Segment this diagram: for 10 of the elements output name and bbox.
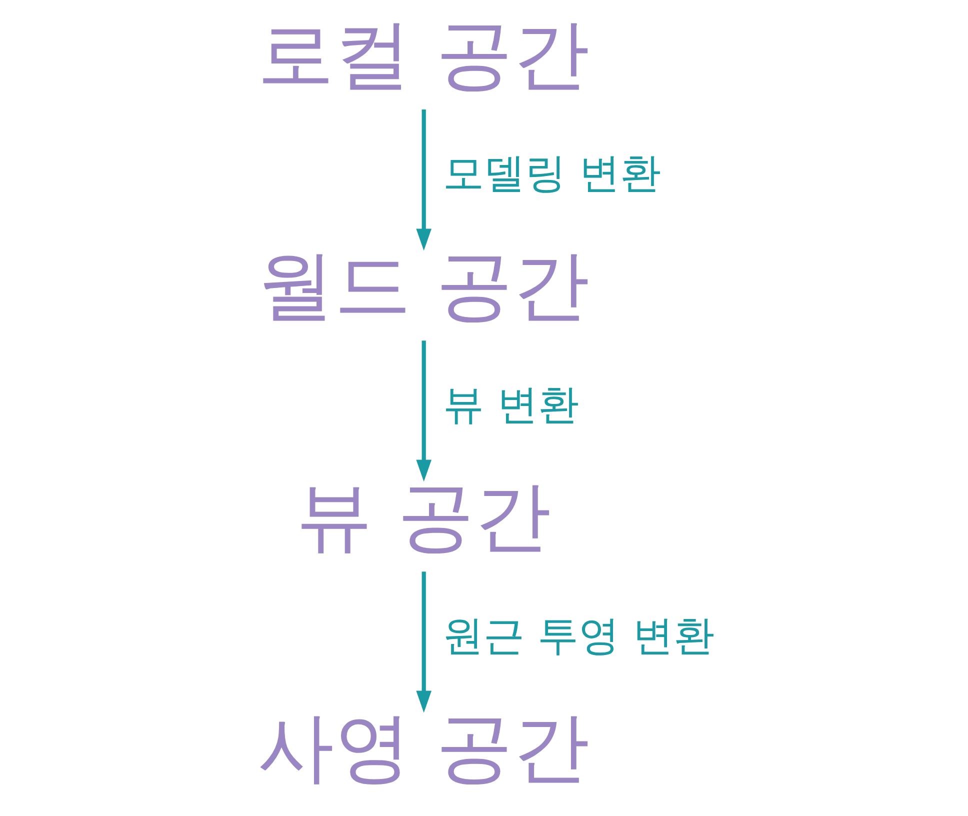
arrow bbox=[416, 572, 432, 713]
arrow bbox=[416, 340, 432, 482]
node-text: 사영 공간 bbox=[258, 703, 590, 792]
node-text: 뷰 공간 bbox=[296, 472, 552, 562]
arrow bbox=[416, 110, 432, 251]
edge-label: 원근 투영 변환 bbox=[442, 611, 715, 660]
node-text: 로컬 공간 bbox=[258, 10, 590, 100]
node-text: 월드 공간 bbox=[258, 241, 590, 330]
edge-label: 뷰 변환 bbox=[443, 380, 580, 428]
edge-label: 모델링 변환 bbox=[443, 149, 662, 198]
